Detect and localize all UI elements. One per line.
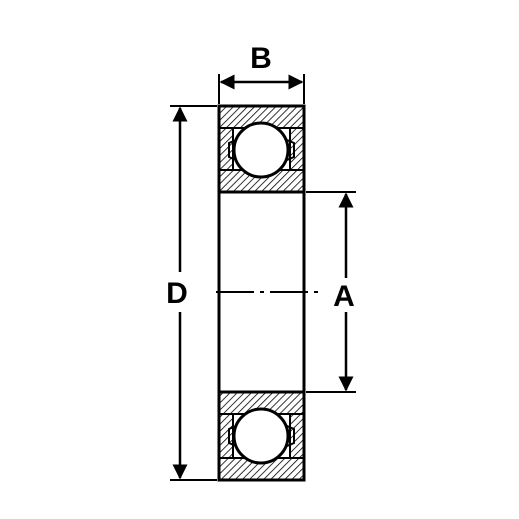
bottom-ring-section <box>218 390 305 481</box>
dimension-a: A <box>306 191 356 393</box>
dimension-d: D <box>166 105 217 481</box>
top-ring-section <box>218 105 305 194</box>
label-d: D <box>166 277 188 310</box>
label-b: B <box>250 42 272 75</box>
top-ball <box>232 121 290 179</box>
label-a: A <box>333 280 355 313</box>
dimension-b: B <box>218 42 305 104</box>
bottom-ball <box>232 407 290 465</box>
